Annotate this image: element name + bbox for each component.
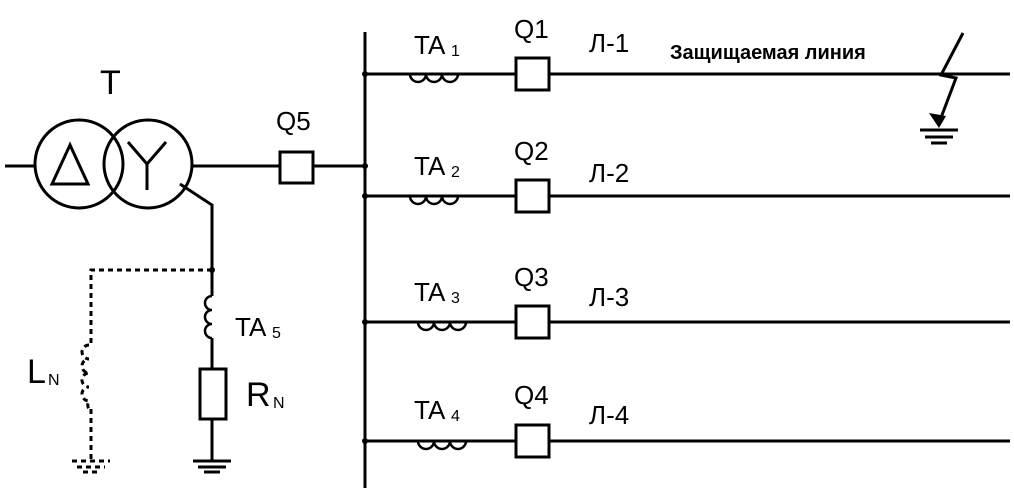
line-feeder-3: TA 3 Q3 Л-3 — [362, 262, 1010, 340]
line-feeder-4: TA 4 Q4 Л-4 — [362, 380, 1010, 459]
line-1-label: Л-1 — [589, 28, 629, 58]
current-transformer-ta2 — [408, 195, 460, 206]
line-3-label: Л-3 — [589, 282, 629, 312]
resistor-rn-subscript: N — [273, 395, 285, 412]
ct-ta4-subscript: 4 — [451, 408, 460, 425]
ct-ta2-label: TA — [414, 151, 446, 181]
line-4-label: Л-4 — [589, 400, 629, 430]
breaker-q2 — [514, 178, 551, 214]
ct-ta2-subscript: 2 — [451, 164, 460, 181]
ct-ta3-subscript: 3 — [451, 290, 460, 307]
neutral-grounding: TA 5 R N — [179, 182, 285, 474]
ct-ta3-label: TA — [414, 277, 446, 307]
inductor-branch: L N — [27, 268, 212, 474]
breaker-q1-label: Q1 — [514, 14, 549, 44]
ct-ta1-label: TA — [414, 30, 446, 60]
protected-line-note: Защищаемая линия — [670, 42, 866, 64]
inductor-ln-subscript: N — [48, 372, 60, 389]
current-transformer-ta1 — [408, 73, 460, 84]
inductor-ln-label: L — [27, 353, 46, 391]
resistor-ground-icon — [193, 459, 231, 474]
inductor-ln — [80, 343, 92, 410]
breaker-q4 — [514, 423, 551, 459]
breaker-q4-label: Q4 — [514, 380, 549, 410]
ct-ta1-subscript: 1 — [451, 43, 460, 60]
line-2-label: Л-2 — [589, 158, 629, 188]
breaker-q1 — [514, 56, 551, 92]
fault-symbol — [920, 32, 965, 145]
transformer-primary-winding — [33, 118, 125, 210]
breaker-q3-label: Q3 — [514, 262, 549, 292]
current-transformer-ta4 — [416, 440, 468, 451]
breaker-q2-label: Q2 — [514, 136, 549, 166]
line-feeder-2: TA 2 Q2 Л-2 — [362, 136, 1010, 214]
delta-symbol — [49, 141, 91, 186]
neutral-wire — [179, 182, 214, 270]
breaker-q5 — [278, 150, 315, 185]
ct-ta5-subscript: 5 — [272, 325, 281, 342]
inductor-ground-icon — [72, 459, 110, 474]
transformer: T — [33, 64, 194, 210]
current-transformer-ta3 — [416, 321, 468, 332]
current-transformer-ta5 — [203, 294, 213, 340]
resistor-rn — [198, 367, 228, 421]
line-feeder-1: TA 1 Q1 Л-1 — [362, 14, 1010, 92]
ct-ta5-label: TA — [235, 312, 267, 342]
resistor-rn-label: R — [246, 376, 271, 414]
breaker-q5-label: Q5 — [276, 106, 311, 136]
transformer-label: T — [100, 64, 121, 102]
ct-ta4-label: TA — [414, 395, 446, 425]
breaker-q3 — [514, 304, 551, 340]
transformer-secondary-winding — [102, 118, 194, 210]
wye-symbol — [126, 141, 168, 190]
